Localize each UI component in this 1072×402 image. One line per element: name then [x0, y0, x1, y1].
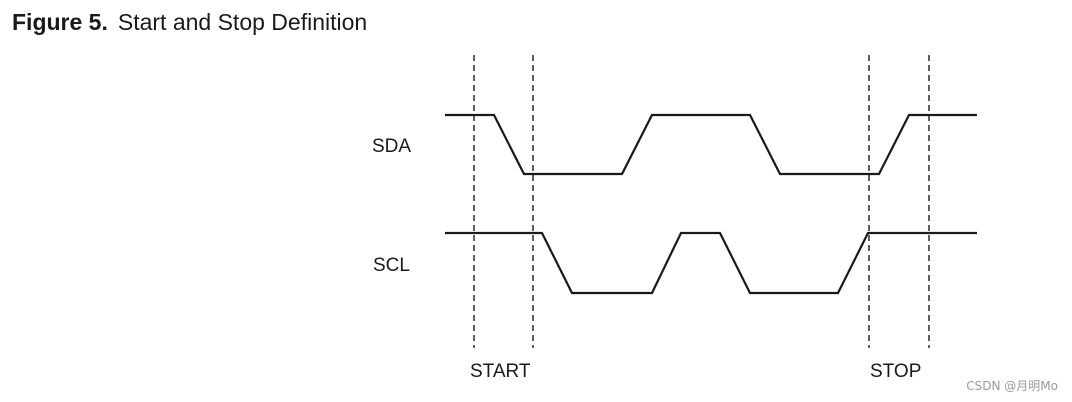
figure-title: Figure 5. Start and Stop Definition [12, 8, 367, 36]
figure-number: Figure 5. [12, 9, 108, 35]
start-label: START [470, 361, 531, 382]
sda-waveform [445, 113, 977, 176]
sda-label: SDA [372, 136, 411, 157]
scl-label: SCL [373, 255, 410, 276]
watermark: CSDN @月明Mo [966, 379, 1058, 393]
reference-lines [473, 55, 930, 348]
stop-label: STOP [870, 361, 921, 382]
scl-waveform [445, 231, 977, 295]
figure-caption: Start and Stop Definition [117, 9, 368, 35]
